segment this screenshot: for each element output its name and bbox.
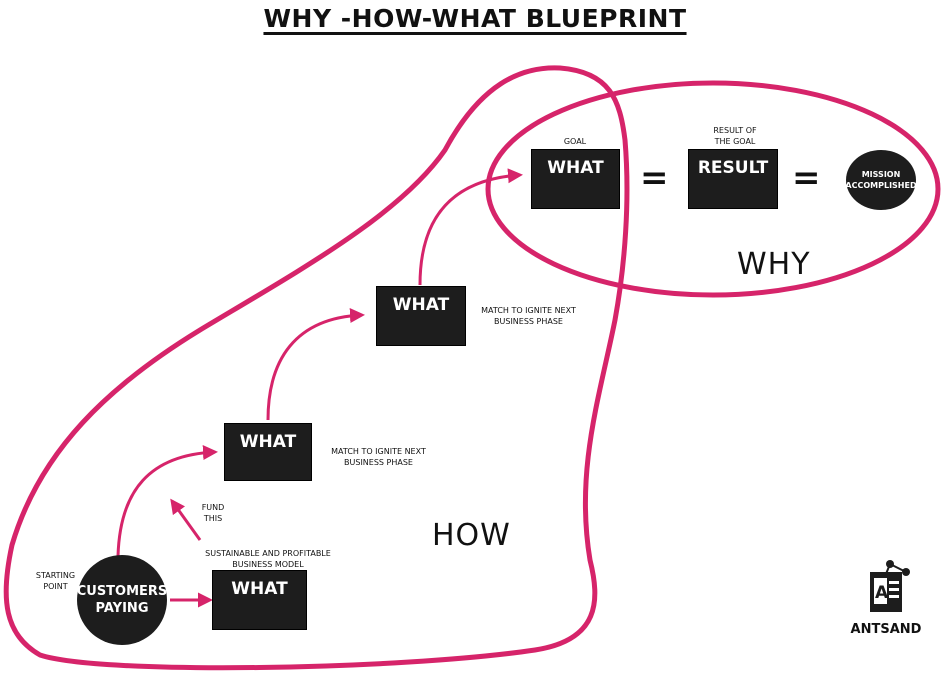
- page-title: WHY -HOW-WHAT BLUEPRINT: [0, 4, 950, 33]
- arrow-step2-to-goal: [418, 168, 523, 286]
- goal-label: GOAL: [563, 137, 587, 146]
- mission-accomplished-circle: MISSION ACCOMPLISHED: [845, 150, 917, 210]
- goal-what-box: WHAT: [531, 149, 620, 209]
- result-box: RESULT: [688, 149, 778, 209]
- result-of-goal-label: RESULT OF THE GOAL: [713, 126, 757, 146]
- starting-point-label: STARTING POINT: [35, 571, 76, 591]
- antsand-logo-text: ANTSAND: [850, 622, 922, 637]
- page-title-text: WHY -HOW-WHAT BLUEPRINT: [263, 4, 687, 33]
- fund-this-label: FUND THIS: [201, 503, 225, 523]
- match-ignite-label-1: MATCH TO IGNITE NEXT BUSINESS PHASE: [331, 447, 426, 467]
- how-outline: [3, 65, 630, 671]
- customers-paying-circle: CUSTOMERS PAYING: [77, 555, 167, 645]
- why-region-label: WHY: [737, 247, 811, 282]
- antsand-document-icon: A: [870, 560, 910, 612]
- sustainable-model-label: SUSTAINABLE AND PROFITABLE BUSINESS MODE…: [205, 549, 331, 569]
- base-what-box: WHAT: [212, 570, 307, 630]
- equals-sign-2: =: [792, 158, 821, 198]
- match-ignite-label-2: MATCH TO IGNITE NEXT BUSINESS PHASE: [481, 306, 576, 326]
- step2-what-box: WHAT: [376, 286, 466, 346]
- arrow-customers-to-step1: [116, 445, 218, 557]
- how-region-label: HOW: [432, 518, 511, 553]
- arrow-fund-this: [170, 498, 202, 541]
- svg-text:A: A: [875, 583, 889, 603]
- step1-what-box: WHAT: [224, 423, 312, 481]
- equals-sign-1: =: [640, 158, 669, 198]
- why-outline: [485, 80, 941, 298]
- antsand-logo: A ANTSAND: [846, 558, 926, 637]
- arrow-step1-to-step2: [266, 308, 365, 421]
